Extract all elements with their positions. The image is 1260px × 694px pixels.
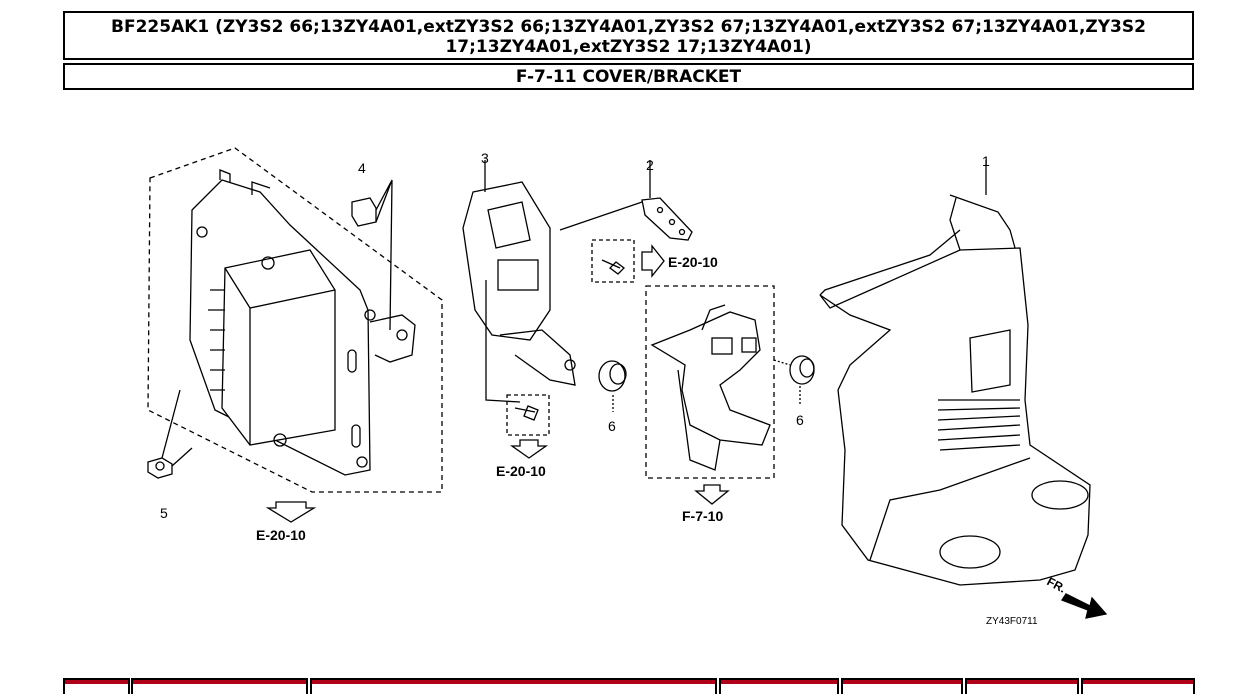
clip-part-4 — [351, 197, 377, 227]
table-header-cell-6 — [965, 678, 1079, 694]
grommet-part-6-right — [789, 355, 815, 385]
front-direction-arrow — [1061, 593, 1108, 619]
ecu-module — [221, 249, 336, 446]
ref-arrow-f710 — [694, 484, 730, 505]
model-header: BF225AK1 (ZY3S2 66;13ZY4A01,extZY3S2 66;… — [63, 11, 1194, 60]
screw-box-right — [591, 239, 635, 283]
callout-6-right: 6 — [796, 412, 804, 428]
harness-bracket — [650, 311, 771, 446]
callout-1: 1 — [982, 153, 990, 169]
callout-6-left: 6 — [608, 418, 616, 434]
grommet-part-6-left — [598, 360, 627, 392]
screw-box-bottom — [506, 394, 550, 436]
table-header-cell-3 — [310, 678, 717, 694]
harness-group-outline — [645, 285, 775, 479]
cover-part-1 — [819, 247, 1091, 586]
bracket-part-3 — [462, 181, 551, 341]
ref-arrow-bottom — [509, 439, 549, 459]
figure-code: ZY43F0711 — [986, 616, 1038, 627]
ref-label-f710: F-7-10 — [682, 508, 723, 524]
ref-arrow-left — [265, 501, 317, 523]
bolt-part-5 — [147, 457, 173, 479]
ref-arrow-right — [641, 244, 665, 278]
callout-2: 2 — [646, 157, 654, 173]
parts-diagram: 1 2 3 4 5 6 6 E-20-10 E-20-10 E-20-10 F-… — [147, 147, 1108, 627]
ref-label-right: E-20-10 — [668, 254, 718, 270]
model-line-1: BF225AK1 (ZY3S2 66;13ZY4A01,extZY3S2 66;… — [111, 17, 1146, 37]
bracket-part-2 — [641, 197, 693, 241]
ref-label-bottom: E-20-10 — [496, 463, 546, 479]
callout-3: 3 — [481, 150, 489, 166]
table-header-cell-5 — [841, 678, 963, 694]
callout-5: 5 — [160, 505, 168, 521]
table-header-cell-4 — [719, 678, 839, 694]
callout-4: 4 — [358, 160, 366, 176]
table-header-cell-2 — [131, 678, 308, 694]
table-header-cell-7 — [1081, 678, 1195, 694]
ecu-group-outline — [147, 147, 443, 493]
section-title: F-7-11 COVER/BRACKET — [63, 63, 1194, 90]
table-header-cell-1 — [63, 678, 130, 694]
section-title-text: F-7-11 COVER/BRACKET — [515, 67, 742, 87]
model-line-2: 17;13ZY4A01,extZY3S2 17;13ZY4A01) — [445, 37, 812, 57]
ref-label-left: E-20-10 — [256, 527, 306, 543]
